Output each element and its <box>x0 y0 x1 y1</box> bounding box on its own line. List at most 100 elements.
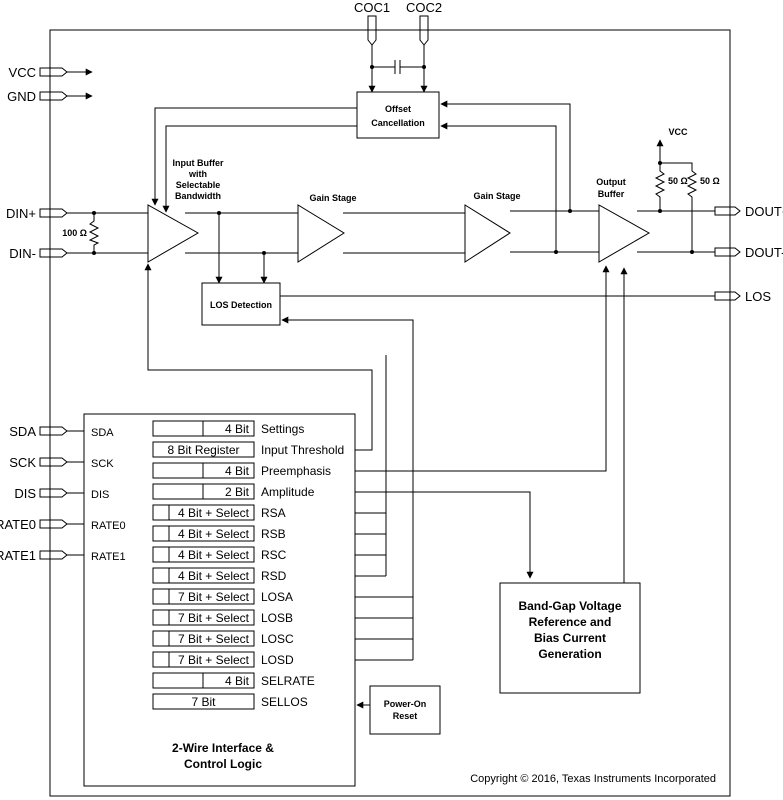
register-bits: 4 Bit + Select <box>178 506 250 520</box>
pin-rate0-label: RATE0 <box>0 517 36 532</box>
pin-rate1-label: RATE1 <box>0 548 36 563</box>
pin-coc1-label: COC1 <box>354 0 390 15</box>
pin-dout-plus-label: DOUT+ <box>745 204 783 219</box>
register-bits: 8 Bit Register <box>167 443 239 457</box>
gain-stage-2: Gain Stage <box>464 191 521 263</box>
input-buffer-label-4: Bandwidth <box>175 191 221 201</box>
pin-dout-minus: DOUT- <box>714 245 783 260</box>
register-name: SELRATE <box>261 674 315 688</box>
register-name: Preemphasis <box>261 464 331 478</box>
register-row: 4 Bit Preemphasis <box>152 462 331 479</box>
output-buffer-label-1: Output <box>596 177 626 187</box>
interface-title-2: Control Logic <box>184 757 262 771</box>
register-name: LOSD <box>261 653 294 667</box>
register-box <box>152 525 255 542</box>
pin-coc1: COC1 <box>354 0 390 46</box>
register-row: 7 Bit + Select LOSD <box>152 651 294 668</box>
register-name: RSB <box>261 527 286 541</box>
register-box <box>152 609 255 626</box>
register-name: Amplitude <box>261 485 315 499</box>
pin-din-plus-label: DIN+ <box>6 206 36 221</box>
register-box <box>152 567 255 584</box>
register-box <box>152 630 255 647</box>
input-buffer-label-1: Input Buffer <box>173 158 224 168</box>
register-name: LOSB <box>261 611 293 625</box>
resistor-100-label: 100 Ω <box>62 228 87 238</box>
register-bits: 7 Bit + Select <box>178 653 250 667</box>
input-buffer-label-2: with <box>188 169 207 179</box>
register-row: 4 Bit + Select RSA <box>152 504 286 521</box>
register-row: 7 Bit + Select LOSA <box>152 588 293 605</box>
pin-los-label: LOS <box>745 289 771 304</box>
bandgap-label-4: Generation <box>538 647 601 661</box>
register-name: RSA <box>261 506 286 520</box>
iface-pin-sda: SDA <box>91 427 114 439</box>
register-bits: 7 Bit + Select <box>178 611 250 625</box>
register-name: RSC <box>261 548 287 562</box>
input-wires <box>67 211 148 255</box>
register-bits: 4 Bit <box>225 422 250 436</box>
pin-dout-plus: DOUT+ <box>714 204 783 219</box>
register-row: 4 Bit + Select RSB <box>152 525 286 542</box>
register-box <box>152 441 255 458</box>
vcc-out-label: VCC <box>668 127 688 137</box>
pin-dout-minus-label: DOUT- <box>745 245 783 260</box>
register-bits: 7 Bit + Select <box>178 590 250 604</box>
power-on-reset-block: Power-On Reset <box>356 685 441 735</box>
gain-stage-2-label: Gain Stage <box>473 191 520 201</box>
register-box <box>152 651 255 668</box>
bandgap-block: Band-Gap Voltage Reference and Bias Curr… <box>499 267 641 694</box>
iface-pin-rate0: RATE0 <box>91 520 126 532</box>
gain-stage-1: Gain Stage <box>297 193 357 263</box>
gain-stage-1-label: Gain Stage <box>309 193 356 203</box>
register-bits: 4 Bit + Select <box>178 527 250 541</box>
por-label-2: Reset <box>393 711 418 721</box>
register-name: RSD <box>261 569 287 583</box>
control-wires <box>144 263 610 661</box>
register-name: Settings <box>261 422 304 436</box>
pin-gnd: GND <box>7 89 93 104</box>
register-name: LOSC <box>261 632 294 646</box>
register-name: LOSA <box>261 590 293 604</box>
iface-pin-rate1: RATE1 <box>91 551 126 563</box>
pin-dis: DIS <box>14 486 84 501</box>
output-buffer-label-2: Buffer <box>598 189 625 199</box>
signal-wires <box>185 209 599 284</box>
offset-cancellation-block: Offset Cancellation <box>356 91 440 139</box>
pin-din-plus: DIN+ <box>6 206 68 221</box>
interface-title-1: 2-Wire Interface & <box>172 741 274 755</box>
output-buffer: Output Buffer <box>596 177 651 263</box>
pin-sck: SCK <box>9 455 84 470</box>
register-bits: 4 Bit <box>225 464 250 478</box>
pin-rate1: RATE1 <box>0 548 84 563</box>
los-detection-block: LOS Detection <box>201 282 715 326</box>
pin-coc2: COC2 <box>406 0 442 46</box>
resistor-50-label-1: 50 Ω <box>668 176 688 186</box>
pin-vcc: VCC <box>9 65 93 80</box>
offset-label-1: Offset <box>385 104 411 114</box>
output-wires <box>637 139 715 254</box>
pin-sda: SDA <box>9 424 84 439</box>
bandgap-label-1: Band-Gap Voltage <box>518 599 621 613</box>
pin-din-minus-label: DIN- <box>9 246 36 261</box>
register-box <box>152 546 255 563</box>
input-buffer-label-3: Selectable <box>176 180 221 190</box>
copyright-text: Copyright © 2016, Texas Instruments Inco… <box>470 773 716 785</box>
bandgap-label-3: Bias Current <box>534 631 606 645</box>
pin-sda-label: SDA <box>9 424 36 439</box>
register-bits: 2 Bit <box>225 485 250 499</box>
por-label-1: Power-On <box>384 699 427 709</box>
pin-sck-label: SCK <box>9 455 36 470</box>
register-name: Input Threshold <box>261 443 344 457</box>
register-list: 4 Bit Settings 8 Bit Register Input Thresho… <box>152 420 344 710</box>
register-row: 7 Bit + Select LOSB <box>152 609 293 626</box>
resistor-50-label-2: 50 Ω <box>700 176 720 186</box>
coc-capacitor <box>368 45 428 93</box>
iface-pin-sck: SCK <box>91 458 114 470</box>
